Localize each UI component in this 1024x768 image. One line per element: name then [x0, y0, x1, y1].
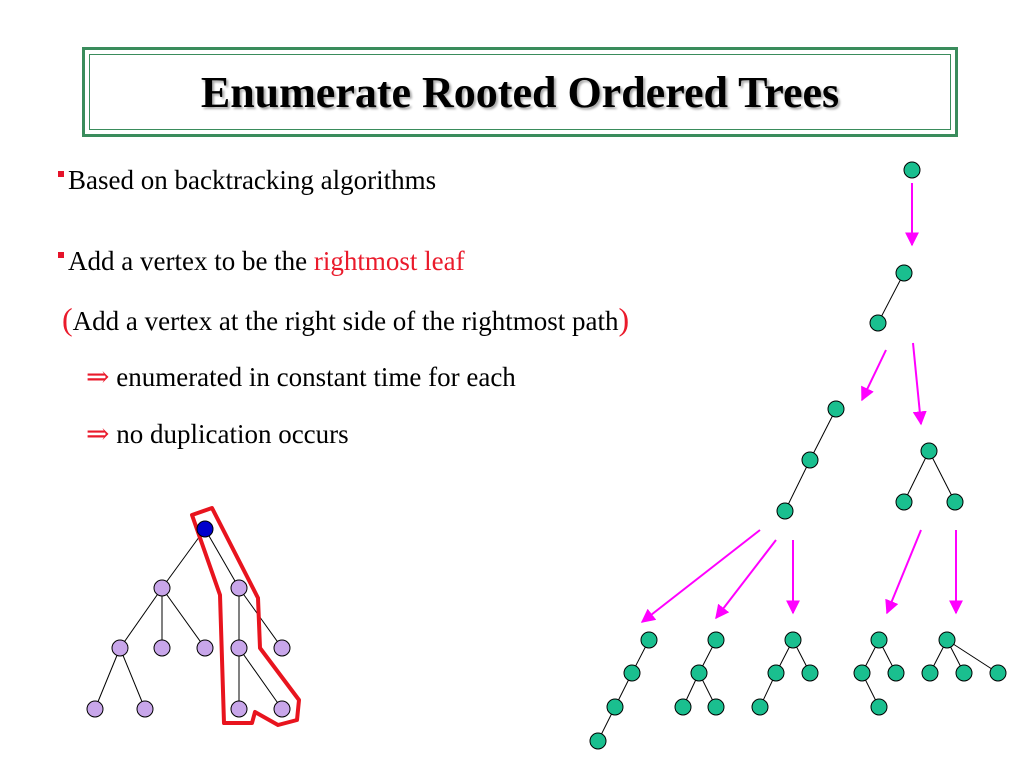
tree-node: [196, 639, 214, 657]
child-arrow: [885, 529, 922, 615]
tree-node: [784, 631, 802, 649]
tree-node: [870, 631, 888, 649]
child-arrow: [640, 529, 761, 623]
implies-arrow-icon: ⇒: [86, 419, 110, 450]
tree-node: [690, 664, 708, 682]
root-node: [196, 520, 214, 538]
child-arrow: [861, 349, 887, 402]
tree-node: [869, 314, 887, 332]
tree-node: [946, 493, 964, 511]
tree-node: [153, 579, 171, 597]
tree-node: [136, 700, 154, 718]
example-tree-nodes: [86, 579, 291, 718]
tree-node: [776, 502, 794, 520]
tree-node: [751, 698, 769, 716]
implication-text: enumerated in constant time for each: [116, 362, 516, 392]
tree-node: [674, 698, 692, 716]
slide-title-frame: Enumerate Rooted Ordered Trees: [89, 54, 951, 130]
child-arrow: [912, 342, 927, 426]
tree-node: [767, 664, 785, 682]
tree-node: [955, 664, 973, 682]
enumeration-arrows: [640, 183, 963, 623]
tree-node: [887, 664, 905, 682]
bullet-backtracking: Based on backtracking algorithms: [58, 165, 436, 196]
tree-node: [801, 664, 819, 682]
tree-node: [86, 700, 104, 718]
rightmost-path-outline: [190, 506, 301, 727]
tree-node: [230, 700, 248, 718]
tree-node: [230, 579, 248, 597]
rightmost-leaf-highlight: rightmost leaf: [313, 246, 465, 276]
tree-node: [853, 664, 871, 682]
tree-node: [230, 639, 248, 657]
bullet-text: Add a vertex to be the: [68, 246, 314, 276]
tree-node: [920, 442, 938, 460]
bullet-text: Based on backtracking algorithms: [68, 165, 437, 195]
bullet-marker-icon: [58, 252, 64, 258]
implies-arrow-icon: ⇒: [86, 362, 110, 393]
tree-node: [589, 732, 607, 750]
tree-node: [153, 639, 171, 657]
example-tree: [86, 506, 301, 727]
tree-node: [111, 639, 129, 657]
tree-node: [827, 400, 845, 418]
slide-title: Enumerate Rooted Ordered Trees: [200, 67, 840, 117]
tree-node: [623, 664, 641, 682]
tree-node: [606, 698, 624, 716]
tree-node: [707, 698, 725, 716]
note-open-paren: (: [62, 301, 73, 337]
tree-node: [870, 698, 888, 716]
note-text: Add a vertex at the right side of the ri…: [72, 306, 619, 336]
enumeration-tree-nodes: [589, 161, 1007, 750]
note-close-paren: ): [618, 301, 630, 337]
implication-no-duplication: ⇒ no duplication occurs: [86, 417, 349, 451]
tree-node: [707, 631, 725, 649]
tree-node: [273, 639, 291, 657]
slide-title-box: Enumerate Rooted Ordered Trees: [82, 47, 958, 137]
bullet-marker-icon: [58, 171, 64, 177]
tree-node: [903, 161, 921, 179]
implication-text: no duplication occurs: [116, 419, 349, 449]
tree-node: [640, 631, 658, 649]
tree-node: [921, 664, 939, 682]
implication-constant-time: ⇒ enumerated in constant time for each: [86, 360, 516, 394]
tree-node: [273, 700, 291, 718]
bullet-rightmost-leaf: Add a vertex to be the rightmost leaf: [58, 246, 465, 277]
tree-node: [989, 664, 1007, 682]
tree-node: [895, 493, 913, 511]
tree-node: [801, 451, 819, 469]
enumeration-tree: [589, 161, 1007, 750]
note-rightmost-path: (Add a vertex at the right side of the r…: [62, 301, 629, 338]
child-arrow: [715, 539, 777, 620]
tree-node: [895, 264, 913, 282]
example-tree-edges: [94, 528, 283, 710]
tree-node: [938, 631, 956, 649]
